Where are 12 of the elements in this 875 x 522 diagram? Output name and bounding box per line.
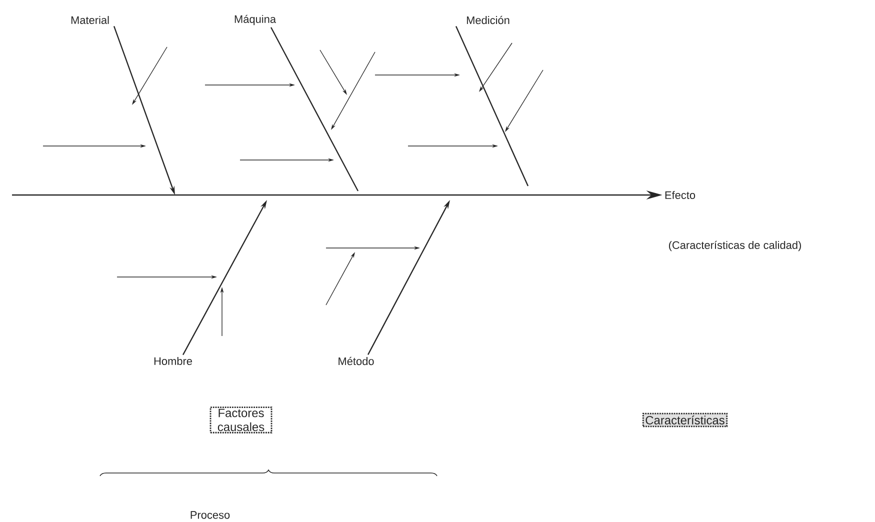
category-label: Método [338,356,374,366]
characteristics-box: Características [642,412,728,428]
bone-line [455,26,529,186]
factors-box: Factores causales [210,406,272,434]
caption-text: (Características de calidad) [668,240,801,252]
category-label: Material [71,16,109,24]
caption-text: Proceso [190,511,230,519]
category-label: Máquina [234,14,276,26]
category-label: Efecto [665,190,696,200]
category-label: Hombre [154,356,192,366]
bone-line [270,27,359,192]
category-label: Medición [466,16,510,24]
